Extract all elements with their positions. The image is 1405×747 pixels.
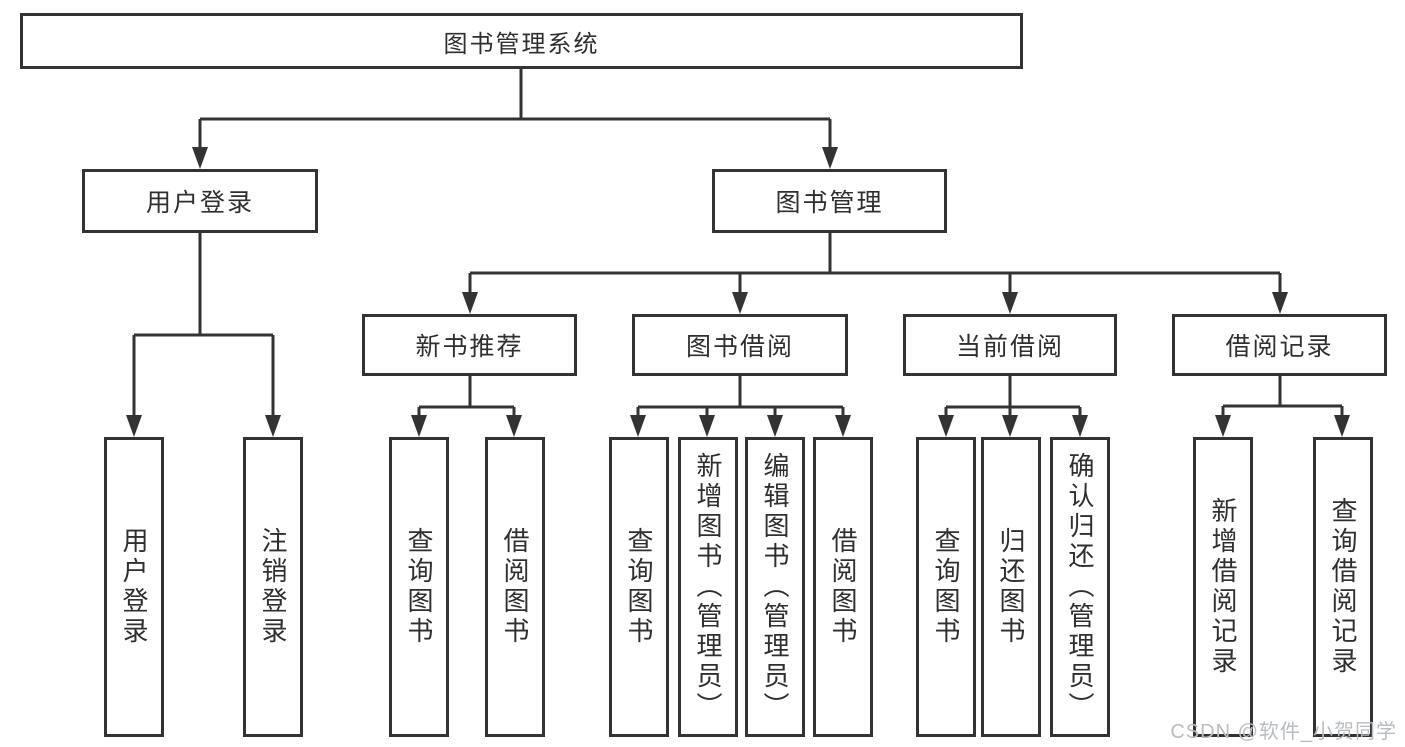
leaf-borrow-books: 借阅图书	[813, 437, 873, 737]
leaf-return-books: 归还图书	[981, 437, 1041, 737]
leaf-query-borrow-record: 查询借阅记录	[1313, 437, 1373, 737]
leaf-borrow-books: 借阅图书	[485, 437, 545, 737]
leaf-query-books: 查询图书	[389, 437, 449, 737]
node-user-login-branch: 用户登录	[82, 169, 318, 233]
leaf-add-borrow-record: 新增借阅记录	[1193, 437, 1253, 737]
leaf-add-books-admin: 新增图书（管理员）	[678, 437, 738, 737]
leaf-query-books: 查询图书	[609, 437, 669, 737]
node-root-library-system: 图书管理系统	[20, 13, 1023, 69]
leaf-query-books: 查询图书	[916, 437, 976, 737]
node-current-borrow: 当前借阅	[903, 314, 1117, 376]
csdn-watermark: CSDN @软件_小贺同学	[1170, 721, 1397, 743]
node-new-book-recommend: 新书推荐	[362, 314, 577, 376]
node-book-management-branch: 图书管理	[712, 169, 947, 233]
leaf-user-login: 用户登录	[104, 437, 164, 737]
node-borrow-records: 借阅记录	[1172, 314, 1387, 376]
leaf-edit-books-admin: 编辑图书（管理员）	[745, 437, 805, 737]
leaf-confirm-return-admin: 确认归还（管理员）	[1050, 437, 1110, 737]
leaf-logout: 注销登录	[243, 437, 303, 737]
node-book-borrow: 图书借阅	[632, 314, 848, 376]
